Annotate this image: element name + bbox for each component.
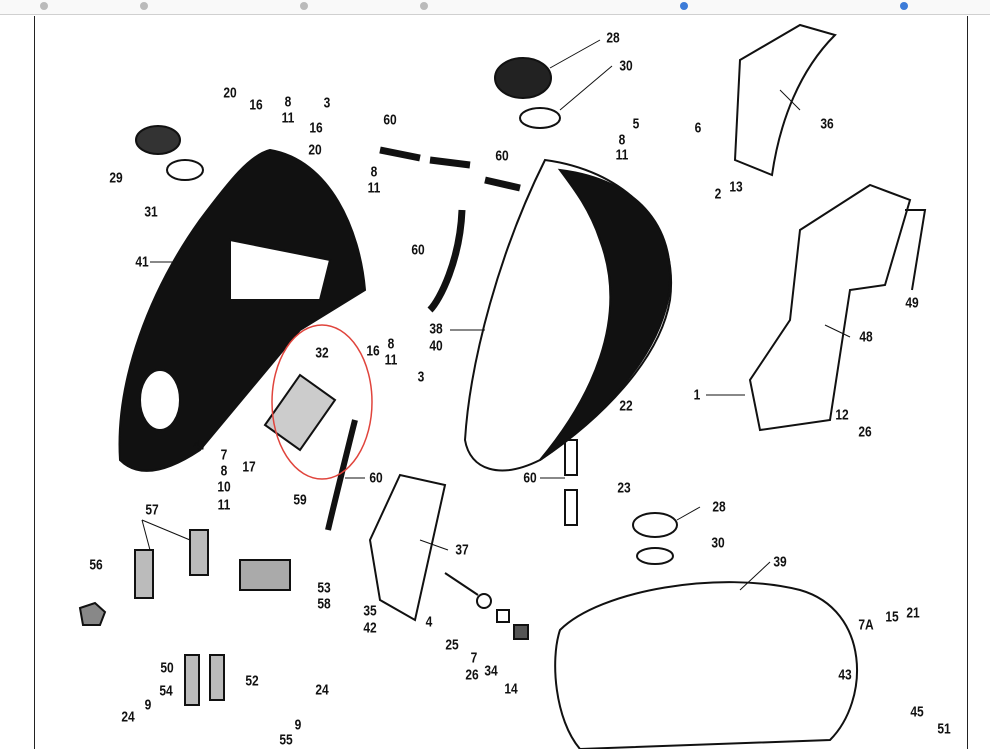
- part-number-label: 14: [504, 680, 518, 698]
- part-number-label: 39: [773, 553, 787, 571]
- part-number-label: 41: [135, 253, 149, 271]
- part-number-label: 22: [619, 397, 633, 415]
- pad-32: [263, 373, 337, 452]
- part-number-label: 20: [308, 141, 322, 159]
- part-number-label: 56: [89, 556, 103, 574]
- part-number-label: 28: [606, 29, 620, 47]
- part-number-label: 60: [383, 111, 397, 129]
- part-number-label: 17: [242, 458, 256, 476]
- part-number-label: 20: [223, 84, 237, 102]
- part-number-label: 11: [384, 351, 398, 369]
- part-number-label: 11: [217, 496, 231, 514]
- part-number-label: 1: [693, 386, 701, 404]
- cap-28: [494, 57, 552, 99]
- lower-tank-39: [554, 581, 858, 749]
- part-number-label: 45: [910, 703, 924, 721]
- part-number-label: 8: [284, 93, 292, 111]
- part-number-label: 48: [859, 328, 873, 346]
- part-number-label: 11: [615, 146, 629, 164]
- part-number-label: 50: [160, 659, 174, 677]
- part-number-label: 35: [363, 602, 377, 620]
- part-number-label: 60: [495, 147, 509, 165]
- part-number-label: 43: [838, 666, 852, 684]
- gasket-30: [519, 107, 561, 129]
- part-number-label: 54: [159, 682, 173, 700]
- part-number-label: 36: [820, 115, 834, 133]
- part-number-label: 10: [217, 478, 231, 496]
- part-number-label: 3: [323, 94, 331, 112]
- highlight-circle: [271, 324, 373, 480]
- part-number-label: 13: [729, 178, 743, 196]
- part-number-label: 49: [905, 294, 919, 312]
- part-number-label: 29: [109, 169, 123, 187]
- part-number-label: 4: [425, 613, 433, 631]
- part-number-label: 24: [121, 708, 135, 726]
- part-number-label: 37: [455, 541, 469, 559]
- part-number-label: 6: [694, 119, 702, 137]
- toolbar-icon[interactable]: [140, 2, 148, 10]
- part-number-label: 25: [445, 636, 459, 654]
- part-number-label: 21: [906, 604, 920, 622]
- part-number-label: 8: [618, 131, 626, 149]
- part-number-label: 38: [429, 320, 443, 338]
- part-number-label: 2: [714, 185, 722, 203]
- gasket-31: [166, 159, 204, 181]
- part-number-label: 53: [317, 579, 331, 597]
- part-number-label: 58: [317, 595, 331, 613]
- toolbar-icon[interactable]: [900, 2, 908, 10]
- part-number-label: 16: [366, 342, 380, 360]
- part-number-label: 60: [411, 241, 425, 259]
- part-number-label: 60: [523, 469, 537, 487]
- left-tank-41: [118, 148, 367, 472]
- part-number-label: 7: [220, 446, 228, 464]
- part-number-label: 12: [835, 406, 849, 424]
- toolbar-icon[interactable]: [420, 2, 428, 10]
- part-number-label: 16: [249, 96, 263, 114]
- diagram-frame: [34, 16, 968, 749]
- part-number-label: 40: [429, 337, 443, 355]
- part-number-label: 55: [279, 731, 293, 749]
- part-number-label: 15: [885, 608, 899, 626]
- part-number-label: 23: [617, 479, 631, 497]
- part-number-label: 9: [144, 696, 152, 714]
- part-number-label: 8: [370, 163, 378, 181]
- part-number-label: 11: [281, 109, 295, 127]
- part-number-label: 57: [145, 501, 159, 519]
- part-number-label: 59: [293, 491, 307, 509]
- part-number-label: 47: [193, 436, 207, 454]
- part-number-label: 9: [294, 716, 302, 734]
- part-number-label: 42: [363, 619, 377, 637]
- part-number-label: 7: [470, 649, 478, 667]
- part-number-label: 30: [619, 57, 633, 75]
- part-number-label: 34: [484, 662, 498, 680]
- part-number-label: 7A: [858, 616, 874, 634]
- pad-37: [368, 473, 447, 622]
- bracket-48: [748, 183, 912, 432]
- strap-36: [733, 23, 837, 177]
- cap-29: [135, 125, 181, 155]
- part-number-label: 28: [712, 498, 726, 516]
- part-number-label: 24: [315, 681, 329, 699]
- part-number-label: 8: [387, 335, 395, 353]
- part-number-label: 52: [245, 672, 259, 690]
- part-number-label: 8: [220, 462, 228, 480]
- part-number-label: 3: [417, 368, 425, 386]
- part-number-label: 30: [711, 534, 725, 552]
- toolbar-icon[interactable]: [300, 2, 308, 10]
- part-number-label: 11: [367, 179, 381, 197]
- part-number-label: 5: [632, 115, 640, 133]
- toolbar-icon[interactable]: [680, 2, 688, 10]
- part-number-label: 60: [369, 469, 383, 487]
- toolbar-icon[interactable]: [40, 2, 48, 10]
- part-number-label: 26: [465, 666, 479, 684]
- part-number-label: 31: [144, 203, 158, 221]
- part-number-label: 26: [858, 423, 872, 441]
- part-number-label: 51: [937, 720, 951, 738]
- viewer-toolbar: [0, 0, 990, 15]
- part-number-label: 16: [309, 119, 323, 137]
- part-number-label: 32: [315, 344, 329, 362]
